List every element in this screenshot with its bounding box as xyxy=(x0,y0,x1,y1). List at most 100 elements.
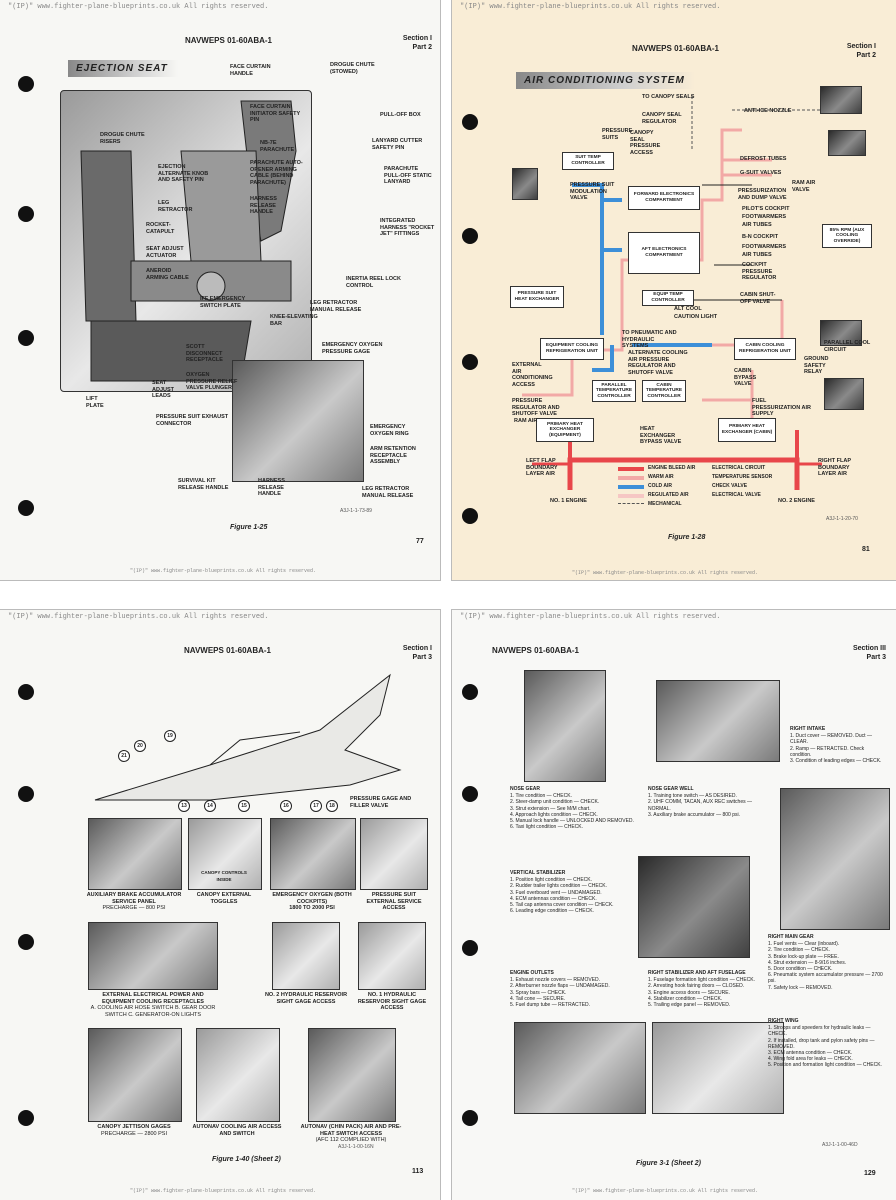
box-equip-cooling: EQUIPMENT COOLING REFRIGERATION UNIT xyxy=(540,338,604,360)
figure-ref-code: A3J-1-1-20-70 xyxy=(826,516,858,522)
page-number: 77 xyxy=(416,538,424,545)
watermark-bottom: "(IP)" www.fighter-plane-blueprints.co.u… xyxy=(572,1188,759,1194)
callout-badge: 18 xyxy=(326,800,338,812)
label-integrated-harness: INTEGRATED HARNESS "ROCKET JET" FITTINGS xyxy=(380,218,435,237)
label-cabin-bypass: CABIN BYPASS VALVE xyxy=(734,368,757,387)
label-ejection-alt: EJECTION ALTERNATE KNOB AND SAFETY PIN xyxy=(158,164,209,183)
watermark-bottom: "(IP)" www.fighter-plane-blueprints.co.u… xyxy=(130,568,317,574)
label-heat-bypass: HEAT EXCHANGER BYPASS VALVE xyxy=(640,426,682,445)
label-pilot-cockpit: PILOT'S COCKPIT xyxy=(742,206,790,212)
page-number: 81 xyxy=(862,546,870,553)
label-pull-off-lanyard: PARACHUTE PULL-OFF STATIC LANYARD xyxy=(384,166,432,185)
label-leg-release-2: LEG RETRACTOR MANUAL RELEASE xyxy=(362,486,414,499)
callout-badge: 19 xyxy=(164,730,176,742)
panel-12-photo xyxy=(88,818,182,890)
vertical-stabilizer-photo xyxy=(638,856,750,958)
panel-18-photo xyxy=(358,922,426,990)
watermark-top: "(IP)" www.fighter-plane-blueprints.co.u… xyxy=(460,613,721,621)
label-face-curtain-handle: FACE CURTAIN HANDLE xyxy=(230,64,271,77)
label-suit-mod: PRESSURE SUIT MODULATION VALVE xyxy=(570,182,615,201)
panel-17-photo xyxy=(272,922,340,990)
legend-mechanical: MECHANICAL xyxy=(648,501,682,507)
label-air-tubes-2: AIR TUBES xyxy=(742,252,772,258)
label-no2-engine: NO. 2 ENGINE xyxy=(778,498,815,504)
checklist-nose-gear-well: NOSE GEAR WELL 1. Training tone switch —… xyxy=(648,786,752,818)
panel-16-caption: EXTERNAL ELECTRICAL POWER AND EQUIPMENT … xyxy=(90,992,216,1018)
engine-outlets-photo xyxy=(514,1022,646,1114)
label-nb7e: NB-7E PARACHUTE xyxy=(260,140,295,153)
figure-caption: Figure 1-28 xyxy=(668,534,706,541)
control-panel-photo xyxy=(824,378,864,410)
label-left-flap: LEFT FLAP BOUNDARY LAYER AIR xyxy=(526,458,558,477)
label-caution: CAUTION LIGHT xyxy=(674,314,718,320)
label-pull-off-box: PULL-OFF BOX xyxy=(380,112,421,118)
box-rpm-override: 85% RPM (AUX COOLING OVERRIDE) xyxy=(822,224,872,248)
page-ejection-seat: "(IP)" www.fighter-plane-blueprints.co.u… xyxy=(0,0,440,580)
binder-hole xyxy=(462,940,478,956)
checklist-engine-outlets: ENGINE OUTLETS 1. Exhaust nozzle covers … xyxy=(510,970,610,1009)
binder-hole xyxy=(462,508,478,524)
binder-hole xyxy=(18,330,34,346)
callout-badge: 20 xyxy=(134,740,146,752)
callout-badge: 21 xyxy=(118,750,130,762)
box-suit-temp: SUIT TEMP CONTROLLER xyxy=(562,152,614,170)
label-iff-switch: IFF EMERGENCY SWITCH PLATE xyxy=(200,296,246,309)
label-aneroid: ANEROID ARMING CABLE xyxy=(146,268,189,281)
nose-gear-well-photo xyxy=(656,680,780,762)
panel-12-caption: AUXILIARY BRAKE ACCUMULATOR SERVICE PANE… xyxy=(86,892,182,911)
nose-gear-photo xyxy=(524,670,606,782)
panel-16-photo xyxy=(88,922,218,990)
panel-14-caption: EMERGENCY OXYGEN (BOTH COCKPITS)1800 TO … xyxy=(272,892,352,911)
figure-title-banner: AIR CONDITIONING SYSTEM xyxy=(516,72,695,89)
figure-ref-code: A3J-1-1-00-16N xyxy=(338,1144,374,1150)
figure-caption: Figure 3-1 (Sheet 2) xyxy=(636,1160,701,1167)
label-pressure-reg: PRESSURE REGULATOR AND SHUTOFF VALVE xyxy=(512,398,560,417)
watermark-bottom: "(IP)" www.fighter-plane-blueprints.co.u… xyxy=(572,570,759,576)
label-pneumatic: TO PNEUMATIC AND HYDRAULIC SYSTEMS xyxy=(622,330,677,349)
control-panel-photo xyxy=(820,320,862,346)
label-leg-retractor: LEG RETRACTOR xyxy=(158,200,193,213)
figure-title-banner: EJECTION SEAT xyxy=(68,60,178,77)
label-arm-retention: ARM RETENTION RECEPTACLE ASSEMBLY xyxy=(370,446,416,465)
label-lift-plate: LIFT PLATE xyxy=(86,396,104,409)
label-ext-cond: EXTERNAL AIR CONDITIONING ACCESS xyxy=(512,362,553,388)
page-header: NAVWEPS 01-60ABA-1 xyxy=(492,646,579,655)
label-cockpit-reg: COCKPIT PRESSURE REGULATOR xyxy=(742,262,777,281)
label-seat-adjust: SEAT ADJUST ACTUATOR xyxy=(146,246,184,259)
panel-13-photo xyxy=(188,818,262,890)
right-main-gear-photo xyxy=(780,788,890,930)
label-ground-relay: GROUND SAFETY RELAY xyxy=(804,356,829,375)
label-seat-leads: SEAT ADJUST LEADS xyxy=(152,380,175,399)
page-preflight-checks: "(IP)" www.fighter-plane-blueprints.co.u… xyxy=(452,610,896,1200)
label-emerg-o2: EMERGENCY OXYGEN PRESSURE GAGE xyxy=(322,342,383,355)
binder-hole xyxy=(18,1110,34,1126)
legend-temperature-sensor: TEMPERATURE SENSOR xyxy=(712,474,773,480)
box-aft-electronics: AFT ELECTRONICS COMPARTMENT xyxy=(628,232,700,274)
label-face-curtain-pin: FACE CURTAIN INITIATOR SAFETY PIN xyxy=(250,104,301,123)
panel-21-photo xyxy=(308,1028,396,1122)
checklist-right-wing: RIGHT WING 1. Stroops and speeders for h… xyxy=(768,1018,882,1069)
box-cabin-cooling: CABIN COOLING REFRIGERATION UNIT xyxy=(734,338,796,360)
label-footwarmers-2: FOOTWARMERS xyxy=(742,244,786,250)
binder-hole xyxy=(462,1110,478,1126)
label-right-flap: RIGHT FLAP BOUNDARY LAYER AIR xyxy=(818,458,851,477)
label-canopy-access: CANOPY SEAL PRESSURE ACCESS xyxy=(630,130,661,156)
box-suit-heat: PRESSURE SUIT HEAT EXCHANGER xyxy=(510,286,564,308)
label-inertia-reel: INERTIA REEL LOCK CONTROL xyxy=(346,276,402,289)
control-panel-photo xyxy=(512,168,538,200)
legend-electrical-circuit: ELECTRICAL CIRCUIT xyxy=(712,465,766,471)
watermark-top: "(IP)" www.fighter-plane-blueprints.co.u… xyxy=(8,613,269,621)
figure-ref-code: A3J-1-1-73-89 xyxy=(340,508,372,514)
label-pressure-gage: PRESSURE GAGE AND FILLER VALVE xyxy=(350,796,412,809)
panel-15-caption: PRESSURE SUIT EXTERNAL SERVICE ACCESS xyxy=(366,892,422,911)
aft-fuselage-photo xyxy=(652,1022,784,1114)
legend-swatch-bleed xyxy=(618,467,644,471)
legend-swatch-mechanical xyxy=(618,503,644,504)
callout-badge: 15 xyxy=(238,800,250,812)
binder-hole xyxy=(462,114,478,130)
label-alt-cooling: ALTERNATE COOLING AIR PRESSURE REGULATOR… xyxy=(628,350,688,376)
label-parachute-auto: PARACHUTE AUTO-OPENER ARMING CABLE (BEHI… xyxy=(250,160,303,186)
